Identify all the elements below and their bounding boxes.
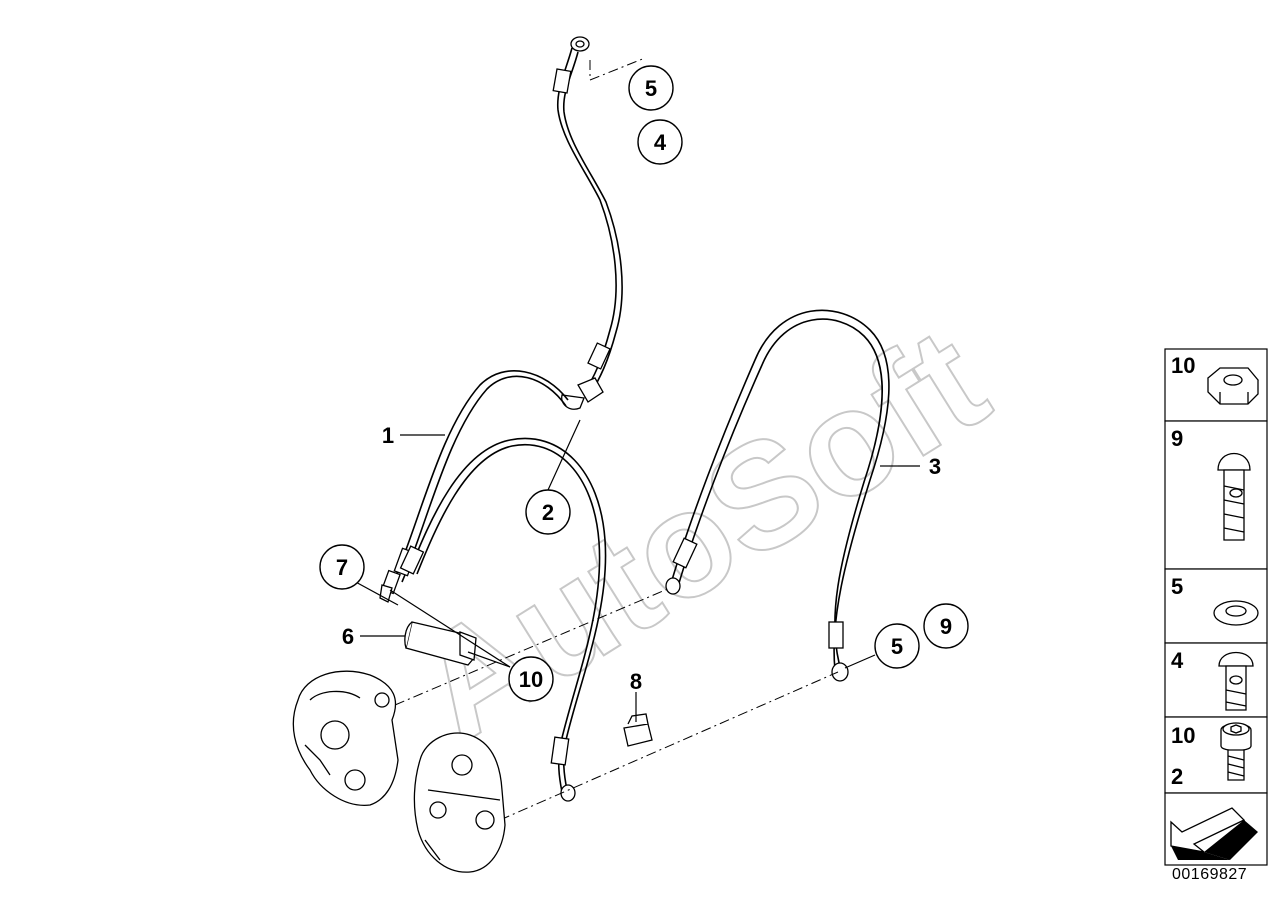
svg-text:2: 2 [1171,764,1183,789]
sealing-ring-icon [1213,600,1259,626]
legend-row-nut: 10 [1164,348,1268,422]
svg-text:10: 10 [1171,723,1195,748]
legend-row-bolt-short: 4 [1164,642,1268,718]
legend-panel: 10 9 5 [1164,348,1268,866]
brake-hose-upper [552,36,623,410]
svg-text:6: 6 [342,624,354,649]
svg-text:7: 7 [336,555,348,580]
svg-text:9: 9 [1171,426,1183,451]
watermark: AutoSoft [387,295,1013,773]
banjo-bolt-short-icon [1218,652,1254,711]
brake-caliper-right [413,732,506,873]
document-number: 00169827 [1172,866,1248,883]
hex-nut-icon [1207,367,1259,405]
banjo-bolt-long-icon [1217,453,1251,541]
banjo-fitting-right [831,662,849,682]
callout-2: 2 [525,489,571,535]
brake-hose-3 [665,309,890,682]
svg-text:4: 4 [1171,648,1184,673]
svg-text:10: 10 [519,667,543,692]
callout-7: 7 [319,544,365,590]
legend-row-allen-bolt: 10 2 [1164,716,1268,794]
callout-6: 6 [342,624,354,649]
legend-row-bolt-long: 9 [1164,420,1268,570]
callout-5-top: 5 [628,65,674,111]
banjo-fitting-lower [560,784,576,802]
callout-9-right: 9 [923,603,969,649]
brake-caliper-left [292,670,399,806]
svg-text:5: 5 [645,76,657,101]
callout-10: 10 [508,656,554,702]
svg-text:10: 10 [1171,353,1195,378]
svg-text:5: 5 [891,634,903,659]
banjo-fitting-left [665,577,681,595]
svg-text:3: 3 [929,454,941,479]
direction-arrow-icon [1170,807,1258,860]
brake-hose-2 [399,437,607,802]
legend-row-ring: 5 [1164,568,1268,644]
svg-text:1: 1 [382,423,394,448]
svg-text:9: 9 [940,614,952,639]
callout-3: 3 [929,454,941,479]
callout-4-top: 4 [637,119,683,165]
callout-1: 1 [382,423,394,448]
svg-text:8: 8 [630,669,642,694]
callout-8: 8 [630,669,642,694]
legend-row-arrow [1164,792,1268,866]
allen-bolt-icon [1220,722,1252,781]
svg-text:5: 5 [1171,574,1183,599]
callout-5-right: 5 [874,623,920,669]
svg-text:2: 2 [542,500,554,525]
svg-text:4: 4 [654,130,667,155]
grommet-8 [623,713,653,747]
